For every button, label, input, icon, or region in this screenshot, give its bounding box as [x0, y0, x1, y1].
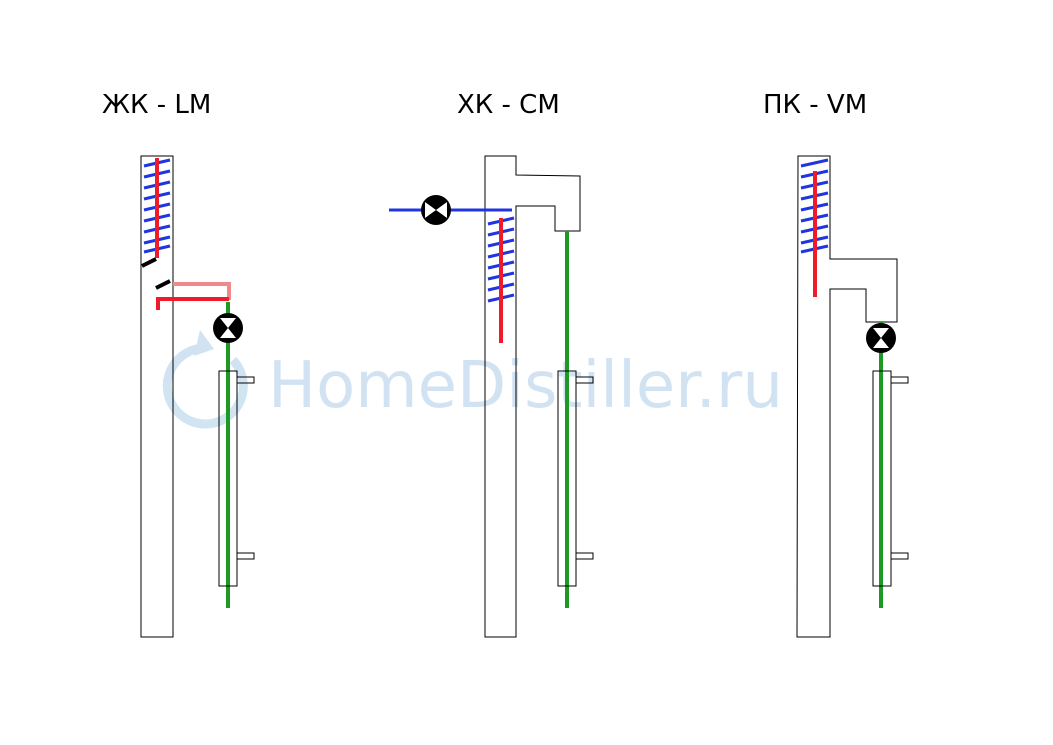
watermark: HomeDistiller.ru — [162, 330, 783, 429]
column-cm-body — [484, 155, 581, 638]
column-cm-cooler — [557, 370, 594, 587]
column-cm-valve-icon — [421, 195, 451, 225]
title-vm: ПК - VM — [763, 90, 867, 120]
watermark-text: HomeDistiller.ru — [268, 349, 783, 423]
column-lm-plate-lower — [155, 279, 171, 290]
column-lm-plate-upper — [141, 257, 157, 268]
column-vm-body — [796, 155, 898, 638]
column-lm-liquid-pipe — [156, 297, 229, 310]
column-lm-cooler — [218, 370, 255, 587]
column-lm — [140, 155, 255, 638]
title-cm: ХК - CM — [457, 90, 560, 120]
column-vm-cooler — [872, 370, 909, 587]
column-cm — [389, 155, 594, 638]
column-vm-valve-icon — [866, 323, 896, 353]
column-lm-liquid-pipe-light — [173, 282, 231, 300]
column-lm-valve-icon — [213, 313, 243, 343]
column-vm — [796, 155, 909, 638]
watermark-logo-icon — [162, 330, 248, 429]
title-lm: ЖК - LM — [102, 90, 211, 120]
column-lm-body — [140, 155, 174, 638]
